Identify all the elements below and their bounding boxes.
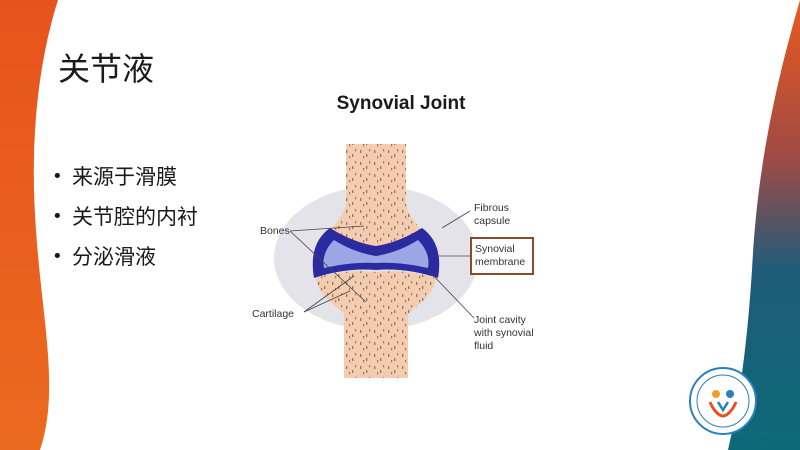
upper-bone-shape — [330, 144, 422, 248]
bones-leader-upper — [289, 225, 365, 232]
label-bones: Bones — [260, 225, 290, 237]
label-joint-cavity: Joint cavity with synovial fluid — [474, 314, 534, 353]
label-cartilage: Cartilage — [252, 308, 295, 320]
synovial-membrane-shape — [312, 228, 440, 278]
bones-leader-lower — [289, 230, 367, 303]
joint-illustration — [274, 144, 478, 378]
bullet-item: • 来源于滑膜 — [52, 156, 198, 196]
slide-title: 关节液 — [58, 50, 155, 88]
synovial-joint-figure: Synovial Joint — [246, 88, 556, 378]
label-capsule-line: capsule — [474, 215, 511, 227]
label-fluid-line: fluid — [474, 340, 494, 352]
bullet-dot-icon: • — [52, 245, 63, 267]
bullet-item: • 分泌滑液 — [52, 236, 198, 276]
label-synovial-line: Synovial — [475, 243, 515, 255]
cavity-leader — [427, 269, 475, 319]
label-with-synovial-line: with synovial — [474, 327, 534, 339]
bullet-dot-icon: • — [52, 205, 63, 227]
joint-cavity-shape — [323, 240, 429, 268]
university-logo-icon — [689, 367, 757, 435]
cartilage-leader-lower — [303, 290, 351, 313]
figure-title: Synovial Joint — [336, 93, 466, 114]
bullet-list: • 来源于滑膜 • 关节腔的内衬 • 分泌滑液 — [52, 156, 198, 276]
cartilage-leader-upper — [303, 275, 355, 313]
label-synovial-membrane: Synovial membrane — [475, 243, 525, 269]
bullet-text: 来源于滑膜 — [72, 165, 177, 189]
bullet-text: 分泌滑液 — [72, 245, 156, 269]
right-gradient-wave — [728, 0, 800, 450]
label-fibrous-capsule: Fibrous capsule — [474, 202, 510, 228]
left-orange-wave — [0, 0, 58, 450]
bullet-text: 关节腔的内衬 — [72, 205, 198, 229]
capsule-leader — [441, 210, 471, 229]
bullet-dot-icon: • — [52, 165, 63, 187]
label-fibrous-line: Fibrous — [474, 202, 510, 214]
label-membrane-line: membrane — [475, 256, 526, 268]
bullet-item: • 关节腔的内衬 — [52, 196, 198, 236]
synovial-membrane-label-box — [470, 237, 534, 275]
label-joint-cavity-line: Joint cavity — [474, 314, 526, 326]
lower-bone-shape — [316, 271, 436, 378]
